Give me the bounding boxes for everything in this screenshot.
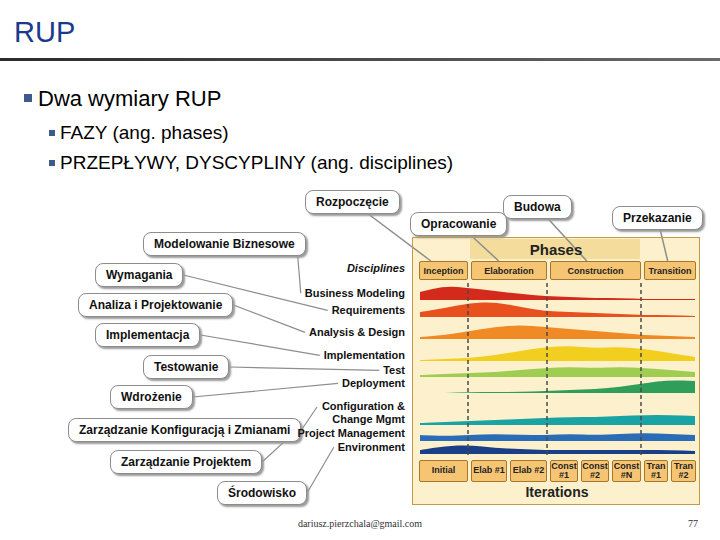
bullet [49, 160, 55, 166]
phase-callout: Budowa [503, 195, 572, 219]
divider [640, 283, 642, 456]
leader-line [200, 335, 319, 355]
iteration-box: Elab #1 [471, 460, 507, 482]
divider [467, 283, 469, 456]
bullet [49, 130, 55, 136]
phases-band [470, 239, 640, 259]
workload-hump [420, 445, 695, 454]
discipline-name: Requirements [332, 304, 405, 317]
discipline-callout: Testowanie [143, 355, 229, 379]
workload-hump [420, 433, 695, 441]
leader-line [193, 383, 338, 397]
bullet-text: Dwa wymiary RUP [38, 86, 221, 111]
divider [546, 283, 548, 456]
callout-pointer [660, 230, 667, 261]
box-label: Implementacja [106, 328, 189, 342]
box-label: Tran #2 [673, 462, 694, 481]
discipline-callout: Modelowanie Biznesowe [143, 232, 306, 256]
discipline-name: Environment [338, 441, 405, 454]
discipline-callout: Implementacja [95, 323, 200, 347]
box-label: Środowisko [228, 486, 296, 500]
phase-box: Elaboration [471, 261, 547, 280]
workload-hump [420, 367, 695, 377]
leader-line [298, 256, 301, 293]
box-label: Wdrożenie [121, 390, 182, 404]
box-label: Elab #1 [473, 466, 505, 475]
phase-box: Inception [419, 261, 468, 280]
workload-hump [420, 346, 695, 361]
box-label: Analiza i Projektowanie [89, 298, 222, 312]
phase-callout: Rozpoczęcie [305, 190, 400, 214]
workload-hump [420, 415, 695, 425]
phase-dividers [468, 283, 641, 456]
discipline-callout: Wymagania [95, 263, 183, 287]
discipline-name: Deployment [342, 377, 405, 390]
box-label: Transition [648, 266, 691, 276]
iteration-box: Initial [419, 460, 468, 482]
panel-ground [412, 237, 700, 505]
iteration-box: Tran #1 [644, 460, 668, 482]
discipline-name: Implementation [324, 349, 405, 362]
box-label: Rozpoczęcie [316, 195, 389, 209]
discipline-callout: Zarządzanie Konfiguracją i Zmianami [68, 418, 301, 442]
workload-hump [420, 287, 695, 300]
workload-hump [420, 380, 695, 393]
box-label: Wymagania [106, 268, 172, 282]
discipline-name: Test [383, 364, 405, 377]
leader-line [307, 447, 334, 493]
bullet-text: FAZY (ang. phases) [60, 122, 229, 144]
phase-callout: Przekazanie [612, 206, 703, 230]
workload-hump [420, 302, 695, 317]
phases-panel: PhasesIterationsInceptionElaborationCons… [412, 237, 700, 505]
box-label: Const #2 [582, 462, 608, 481]
leader-line [233, 305, 305, 332]
box-label: Zarządzanie Projektem [121, 455, 251, 469]
box-label: Initial [432, 466, 456, 475]
iteration-box: Const #2 [581, 460, 609, 482]
phases-heading: Phases [471, 241, 641, 258]
box-label: Budowa [514, 200, 561, 214]
iteration-box: Tran #2 [671, 460, 696, 482]
discipline-name: Business Modeling [305, 287, 405, 300]
box-label: Inception [424, 266, 464, 276]
box-label: Zarządzanie Konfiguracją i Zmianami [79, 423, 290, 437]
phase-box: Construction [550, 261, 641, 280]
workload-hump [420, 326, 695, 340]
box-label: Modelowanie Biznesowe [154, 237, 295, 251]
axis-label: Disciplines [347, 262, 405, 275]
iteration-box: Const #N [612, 460, 641, 482]
iterations-heading: Iterations [413, 484, 701, 500]
box-label: Opracowanie [421, 217, 496, 231]
callout-pointer [472, 236, 499, 261]
box-label: Const #N [614, 462, 640, 481]
discipline-name: Project Management [297, 427, 405, 440]
box-label: Const #1 [551, 462, 577, 481]
iteration-box: Const #1 [550, 460, 578, 482]
leader-line [229, 367, 379, 370]
discipline-callout: Wdrożenie [110, 385, 193, 409]
box-label: Construction [568, 266, 624, 276]
iteration-box: Elab #2 [510, 460, 547, 482]
phase-callout: Opracowanie [410, 212, 507, 236]
leader-line [301, 407, 317, 430]
phase-box: Transition [644, 261, 696, 280]
box-label: Testowanie [154, 360, 218, 374]
discipline-callout: Środowisko [217, 481, 307, 505]
box-label: Tran #1 [646, 462, 666, 481]
page-number: 77 [688, 518, 698, 530]
box-label: Przekazanie [623, 211, 692, 225]
bullet [24, 94, 32, 102]
discipline-name: Analysis & Design [309, 326, 405, 339]
bullet-text: PRZEPŁYWY, DYSCYPLINY (ang. disciplines) [60, 152, 453, 174]
box-label: Elab #2 [513, 466, 545, 475]
slide-title: RUP [14, 16, 75, 49]
title-rule [0, 58, 720, 61]
box-label: Elaboration [484, 266, 534, 276]
workload-humps [420, 287, 695, 454]
discipline-callout: Analiza i Projektowanie [78, 293, 233, 317]
discipline-name: Configuration & Change Mgmt [321, 400, 405, 425]
footer-email: dariusz.pierzchala@gmail.com [0, 518, 720, 530]
discipline-callout: Zarządzanie Projektem [110, 450, 262, 474]
